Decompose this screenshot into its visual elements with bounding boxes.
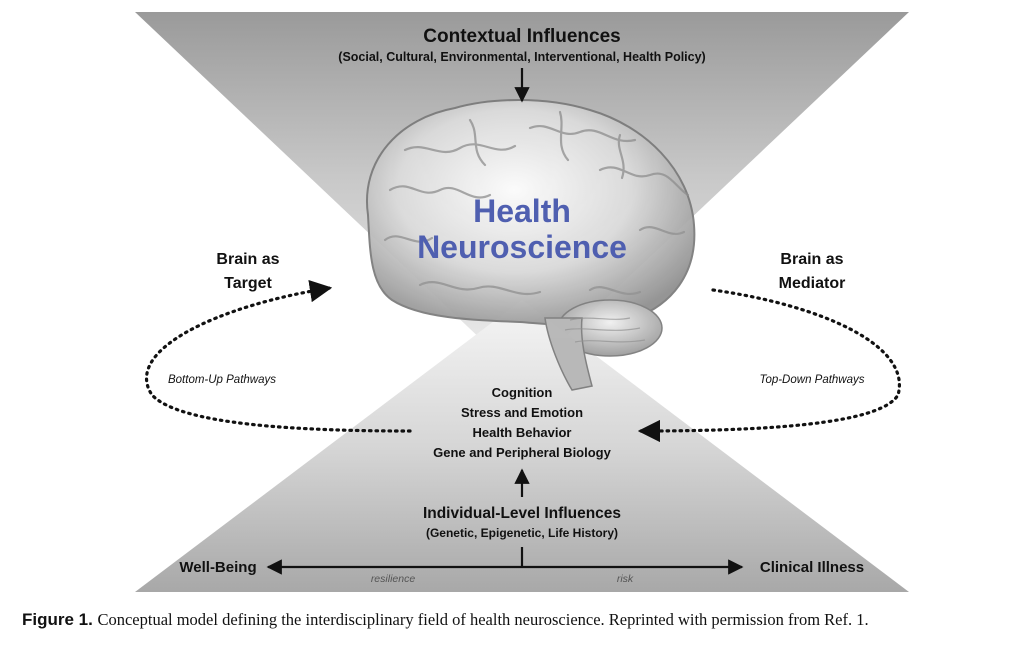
top-title: Contextual Influences [423, 26, 620, 47]
brain-image [366, 99, 696, 391]
left-label-line2: Target [224, 275, 272, 292]
top-subtitle: (Social, Cultural, Environmental, Interv… [338, 50, 705, 64]
axis-right-note: risk [617, 573, 634, 585]
axis-right-label: Clinical Illness [760, 559, 864, 576]
bottom-subtitle: (Genetic, Epigenetic, Life History) [426, 526, 618, 540]
figure-caption: Figure 1. Conceptual model defining the … [22, 610, 1012, 630]
brain-stem [544, 317, 593, 391]
axis-left-label: Well-Being [179, 559, 256, 576]
left-pathway-label: Bottom-Up Pathways [168, 374, 276, 386]
right-label-line2: Mediator [779, 275, 846, 292]
center-title-line2: Neuroscience [417, 229, 627, 265]
bottom-triangle [135, 300, 909, 592]
middle-item: Cognition [492, 385, 553, 400]
caption-label: Figure 1. [22, 610, 93, 629]
dotted-curved-arrow-icon [637, 288, 901, 443]
middle-item: Stress and Emotion [461, 405, 583, 420]
right-label-line1: Brain as [780, 251, 843, 268]
bottom-title: Individual-Level Influences [423, 505, 621, 522]
health-neuroscience-diagram: Contextual Influences (Social, Cultural,… [135, 12, 909, 592]
right-pathway-label: Top-Down Pathways [759, 374, 864, 386]
center-title-line1: Health [473, 193, 571, 229]
left-label-line1: Brain as [216, 251, 279, 268]
axis-left-note: resilience [371, 573, 416, 585]
dotted-curved-arrow-icon [144, 280, 412, 433]
middle-item: Health Behavior [473, 425, 572, 440]
middle-item: Gene and Peripheral Biology [433, 445, 611, 460]
caption-text: Conceptual model defining the interdisci… [97, 610, 869, 629]
